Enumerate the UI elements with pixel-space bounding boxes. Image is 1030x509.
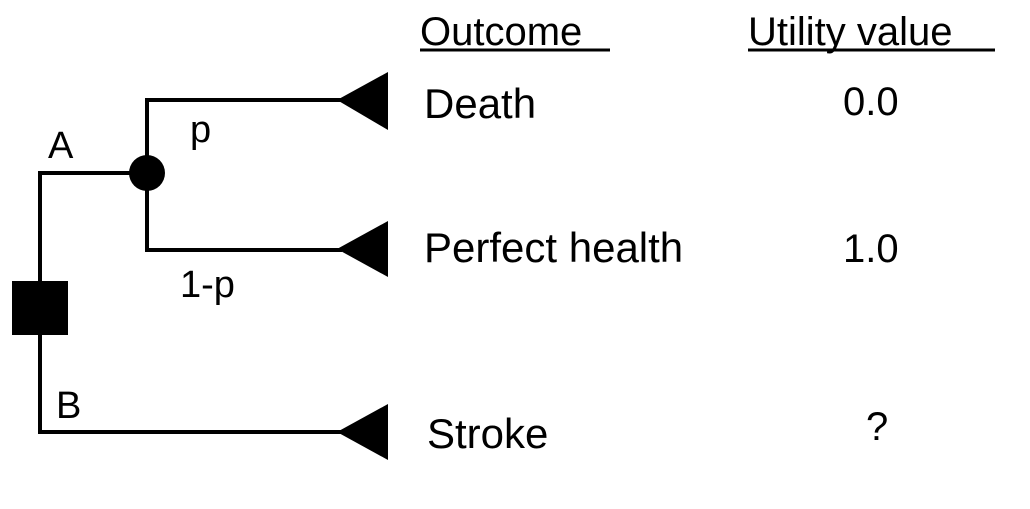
outcome-death: Death [424,80,536,127]
utility-death: 0.0 [843,80,899,124]
outcome-stroke: Stroke [427,410,548,457]
outcome-perfect-health: Perfect health [424,224,683,271]
branch-label-a: A [48,125,74,167]
branch-label-p: p [190,109,211,151]
terminal-node-perfect-health [337,221,388,277]
branch-a-line [38,171,147,300]
branch-1-p-line [145,173,342,252]
branch-label-b: B [56,385,81,427]
terminal-node-stroke [337,404,388,460]
outcome-header: Outcome [420,10,582,54]
branch-b-line [38,310,342,434]
utility-header: Utility value [748,10,953,54]
utility-stroke: ? [866,405,888,449]
terminal-node-death [337,72,388,130]
decision-node-square [12,281,68,335]
branch-label-1-p: 1-p [180,264,235,306]
utility-perfect-health: 1.0 [843,227,899,271]
chance-node-circle [129,155,165,191]
branch-p-line [145,98,342,173]
